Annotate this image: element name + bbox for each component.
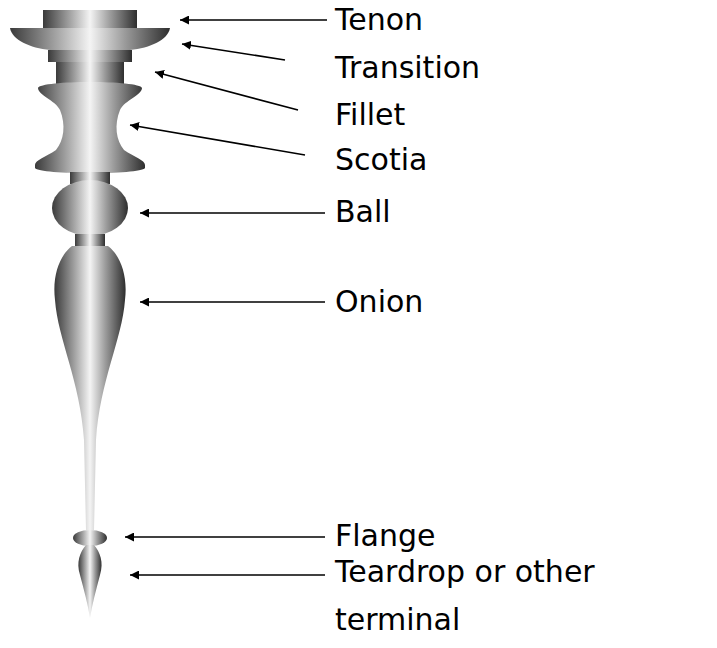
onion-shape [54,246,125,530]
part-label: Teardrop or other terminal [335,548,707,644]
tenon-shape [43,10,137,28]
flange-shape [73,530,107,546]
neck-shape [75,234,105,247]
fillet-shape [56,62,124,84]
leader-line [140,212,325,214]
teardrop-shape [78,545,101,618]
part-label: Fillet [335,95,705,135]
fillet-shape [48,50,132,62]
part-label: Tenon [335,0,705,40]
leader-lines [125,20,327,575]
leader-line [140,301,325,303]
leader-line [182,44,285,60]
leader-line [130,125,305,155]
leader-line [180,19,327,21]
leader-line [155,72,298,110]
part-label: Scotia [335,140,705,180]
spindle [10,10,170,618]
leader-line [125,536,325,538]
transition-shape [10,28,170,50]
scotia-shape [35,82,145,173]
part-label: Transition [335,48,705,88]
part-label: Onion [335,282,705,322]
part-label: Ball [335,192,705,232]
part-label: Flange [335,516,705,556]
leader-line [130,574,325,576]
ball-shape [52,180,128,236]
